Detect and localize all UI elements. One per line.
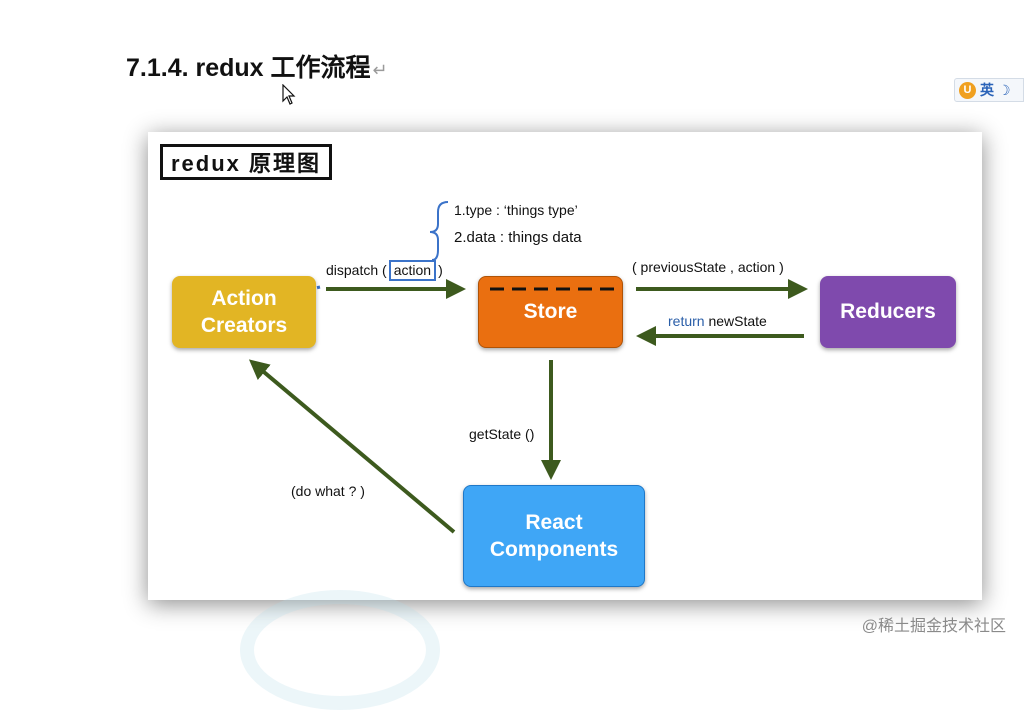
dispatch-label: dispatch (action) [326, 260, 443, 281]
action-fields-brace [429, 201, 449, 261]
heading-text: 7.1.4. redux 工作流程 [126, 54, 371, 82]
ime-language: 英 [980, 82, 994, 98]
react-components-node: React Components [463, 485, 645, 587]
action-box: action [388, 260, 437, 281]
moon-icon: ☽ [998, 81, 1011, 98]
action-creators-line-2: Creators [200, 314, 288, 337]
dispatch-suffix: ) [438, 262, 443, 278]
return-value: newState [708, 313, 767, 329]
action-data-field: 2.data : things data [454, 229, 582, 246]
previous-state-label: ( previousState , action ) [632, 259, 784, 275]
action-type-field: 1.type : ‘things type’ [454, 202, 578, 218]
do-what-label: (do what ? ) [291, 483, 365, 499]
return-mark: ↵ [372, 60, 388, 80]
store-label: Store [523, 300, 578, 324]
mouse-cursor-icon [282, 84, 296, 105]
page-heading: 7.1.4. redux 工作流程↵ [126, 48, 388, 84]
action-creators-node: Action Creators [172, 276, 316, 348]
dispatch-prefix: dispatch ( [326, 262, 387, 278]
background-decoration [240, 590, 440, 710]
ime-logo-icon: U [959, 81, 976, 99]
do-what-arrow [248, 359, 456, 534]
return-keyword: return [668, 313, 705, 329]
action-creators-line-1: Action [211, 286, 277, 310]
get-state-label: getState () [469, 426, 535, 442]
watermark: @稀土掘金技术社区 [861, 618, 1006, 635]
input-method-indicator[interactable]: U 英 ☽ [954, 78, 1024, 102]
reducers-label: Reducers [840, 300, 936, 324]
react-components-line-1: React [525, 510, 583, 534]
react-components-line-2: Components [489, 538, 619, 561]
redux-diagram-slide: redux 原理图 Action Creators Store Reducers… [148, 132, 982, 600]
return-new-state-label: return newState [668, 313, 767, 329]
diagram-connectors [248, 201, 808, 534]
reducers-node: Reducers [820, 276, 956, 348]
diagram-title: redux 原理图 [160, 144, 333, 180]
